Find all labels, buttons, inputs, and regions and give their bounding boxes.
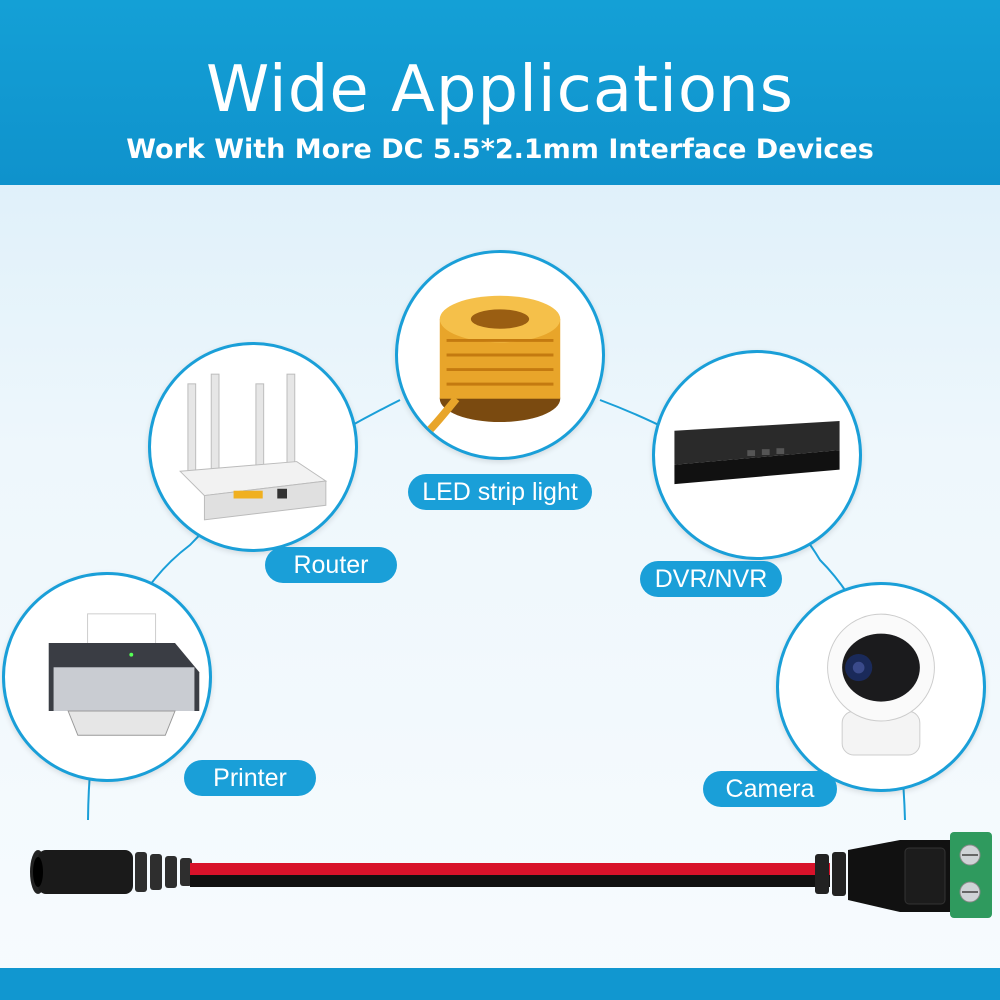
header-banner: Wide Applications Work With More DC 5.5*… <box>0 0 1000 185</box>
device-circle-dvr <box>652 350 862 560</box>
footer-bar <box>0 968 1000 1000</box>
page-subtitle: Work With More DC 5.5*2.1mm Interface De… <box>126 134 874 165</box>
device-circle-led-strip <box>395 250 605 460</box>
dc-cable <box>30 832 992 918</box>
label-printer: Printer <box>184 760 316 796</box>
dvr-icon <box>674 421 840 485</box>
led-strip-icon <box>424 295 561 436</box>
label-led-strip: LED strip light <box>408 474 592 510</box>
device-circle-camera <box>776 582 986 792</box>
camera-icon <box>827 613 935 756</box>
label-router: Router <box>265 547 397 583</box>
router-icon <box>179 373 328 521</box>
printer-icon <box>48 613 200 736</box>
device-circle-printer <box>2 572 212 782</box>
device-circle-router <box>148 342 358 552</box>
label-dvr: DVR/NVR <box>640 561 782 597</box>
label-camera: Camera <box>703 771 837 807</box>
page-title: Wide Applications <box>206 53 794 127</box>
